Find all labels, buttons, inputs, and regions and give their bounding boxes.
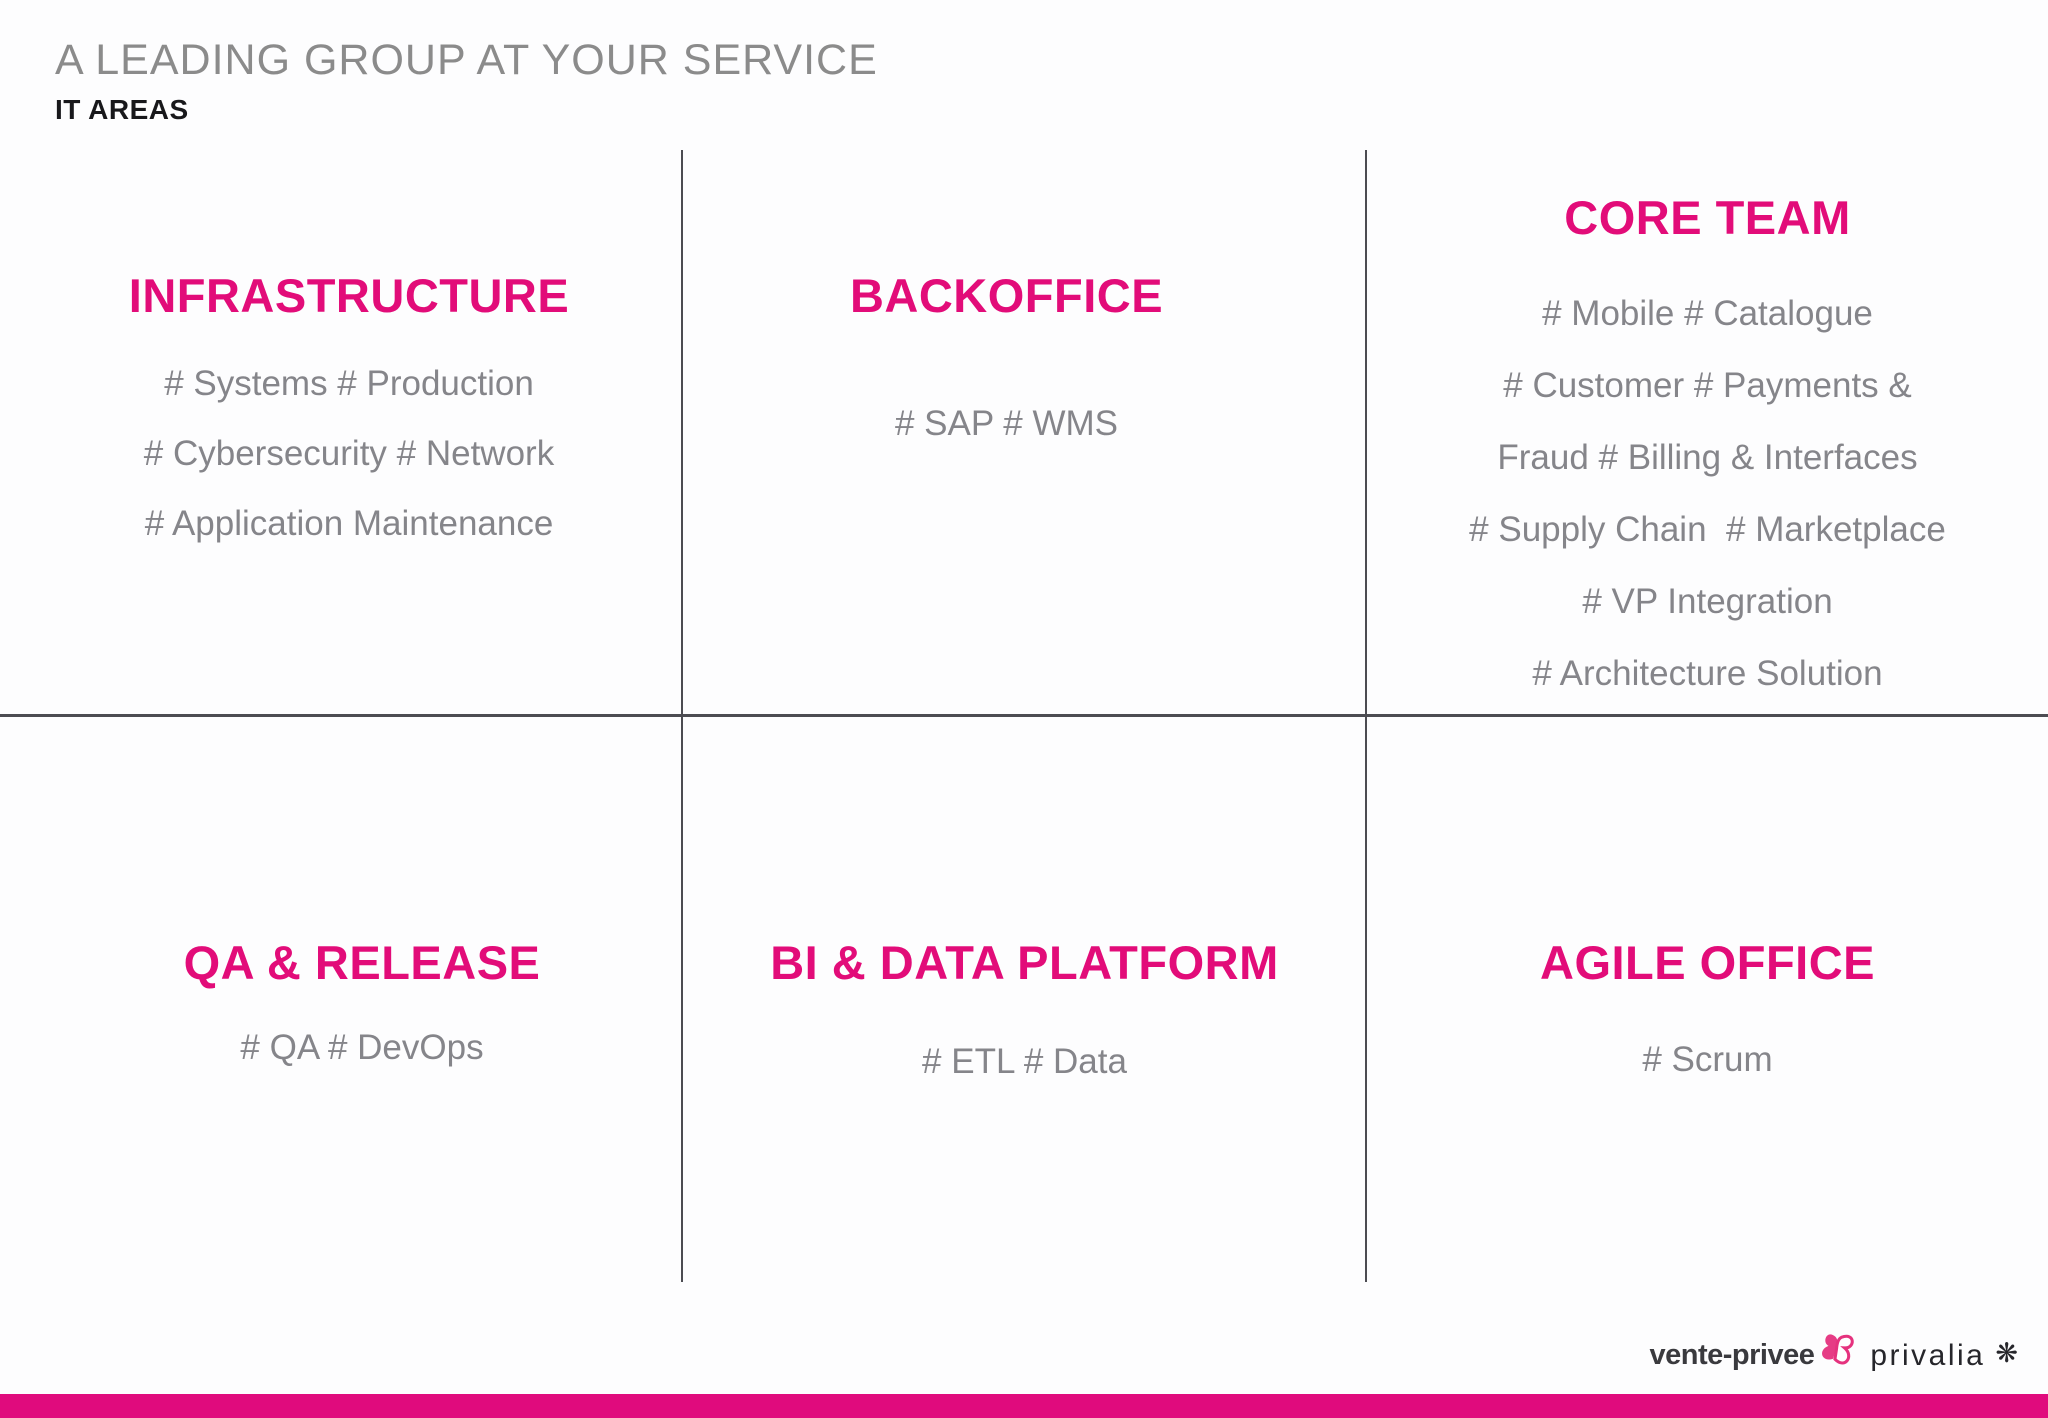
tag-line: # SAP # WMS	[894, 404, 1119, 443]
tag-line: # Supply Chain # Marketplace	[1469, 510, 1946, 549]
footer-logos: vente-privee privalia ❋	[1649, 1332, 2018, 1379]
tag-line: # Mobile # Catalogue	[1542, 294, 1873, 333]
privalia-flower-icon: ❋	[1995, 1338, 2018, 1369]
cell-tags-agile-office: # Scrum	[1367, 1025, 2048, 1095]
cell-title-core-team: CORE TEAM	[1564, 191, 1851, 244]
cell-title-infrastructure: INFRASTRUCTURE	[128, 269, 570, 322]
tag-line: # Application Maintenance	[144, 504, 554, 543]
grid-divider-horizontal	[0, 714, 2048, 717]
cell-tags-core-team: # Mobile # Catalogue # Customer # Paymen…	[1367, 278, 2048, 710]
cell-tags-infrastructure: # Systems # Production # Cybersecurity #…	[8, 349, 690, 559]
accent-bottom-bar	[0, 1394, 2048, 1418]
privalia-logo: privalia	[1870, 1338, 1986, 1372]
cell-title-agile-office: AGILE OFFICE	[1540, 936, 1875, 989]
tag-line: Fraud # Billing & Interfaces	[1497, 438, 1918, 477]
slide-header: A LEADING GROUP AT YOUR SERVICE IT AREAS	[55, 34, 878, 126]
tag-line: # QA # DevOps	[240, 1028, 484, 1067]
cell-infrastructure: INFRASTRUCTURE # Systems # Production # …	[8, 140, 690, 713]
cell-title-backoffice: BACKOFFICE	[849, 269, 1164, 322]
tag-line: # VP Integration	[1582, 582, 1833, 621]
tag-line: # Scrum	[1642, 1040, 1773, 1079]
cell-tags-backoffice: # SAP # WMS	[665, 389, 1348, 459]
butterfly-icon	[1818, 1326, 1856, 1373]
cell-tags-qa-release: # QA # DevOps	[21, 1013, 703, 1083]
tag-line: # Systems # Production	[164, 364, 534, 403]
tag-line: # Architecture Solution	[1532, 654, 1883, 693]
tag-line: # Customer # Payments &	[1503, 366, 1912, 405]
page-subtitle: IT AREAS	[55, 94, 189, 125]
cell-agile-office: AGILE OFFICE # Scrum	[1367, 717, 2048, 1282]
cell-core-team: CORE TEAM # Mobile # Catalogue # Custome…	[1367, 140, 2048, 713]
cell-tags-bi-data-platform: # ETL # Data	[683, 1027, 1366, 1097]
cell-bi-data-platform: BI & DATA PLATFORM # ETL # Data	[683, 717, 1366, 1282]
cell-qa-release: QA & RELEASE # QA # DevOps	[21, 717, 703, 1282]
cell-backoffice: BACKOFFICE # SAP # WMS	[665, 140, 1348, 713]
tag-line: # Cybersecurity # Network	[143, 434, 555, 473]
tag-line: # ETL # Data	[922, 1042, 1127, 1081]
page-title: A LEADING GROUP AT YOUR SERVICE	[55, 36, 878, 84]
cell-title-qa-release: QA & RELEASE	[183, 936, 541, 989]
cell-title-bi-data-platform: BI & DATA PLATFORM	[770, 936, 1279, 989]
vente-privee-logo: vente-privee	[1649, 1339, 1815, 1371]
